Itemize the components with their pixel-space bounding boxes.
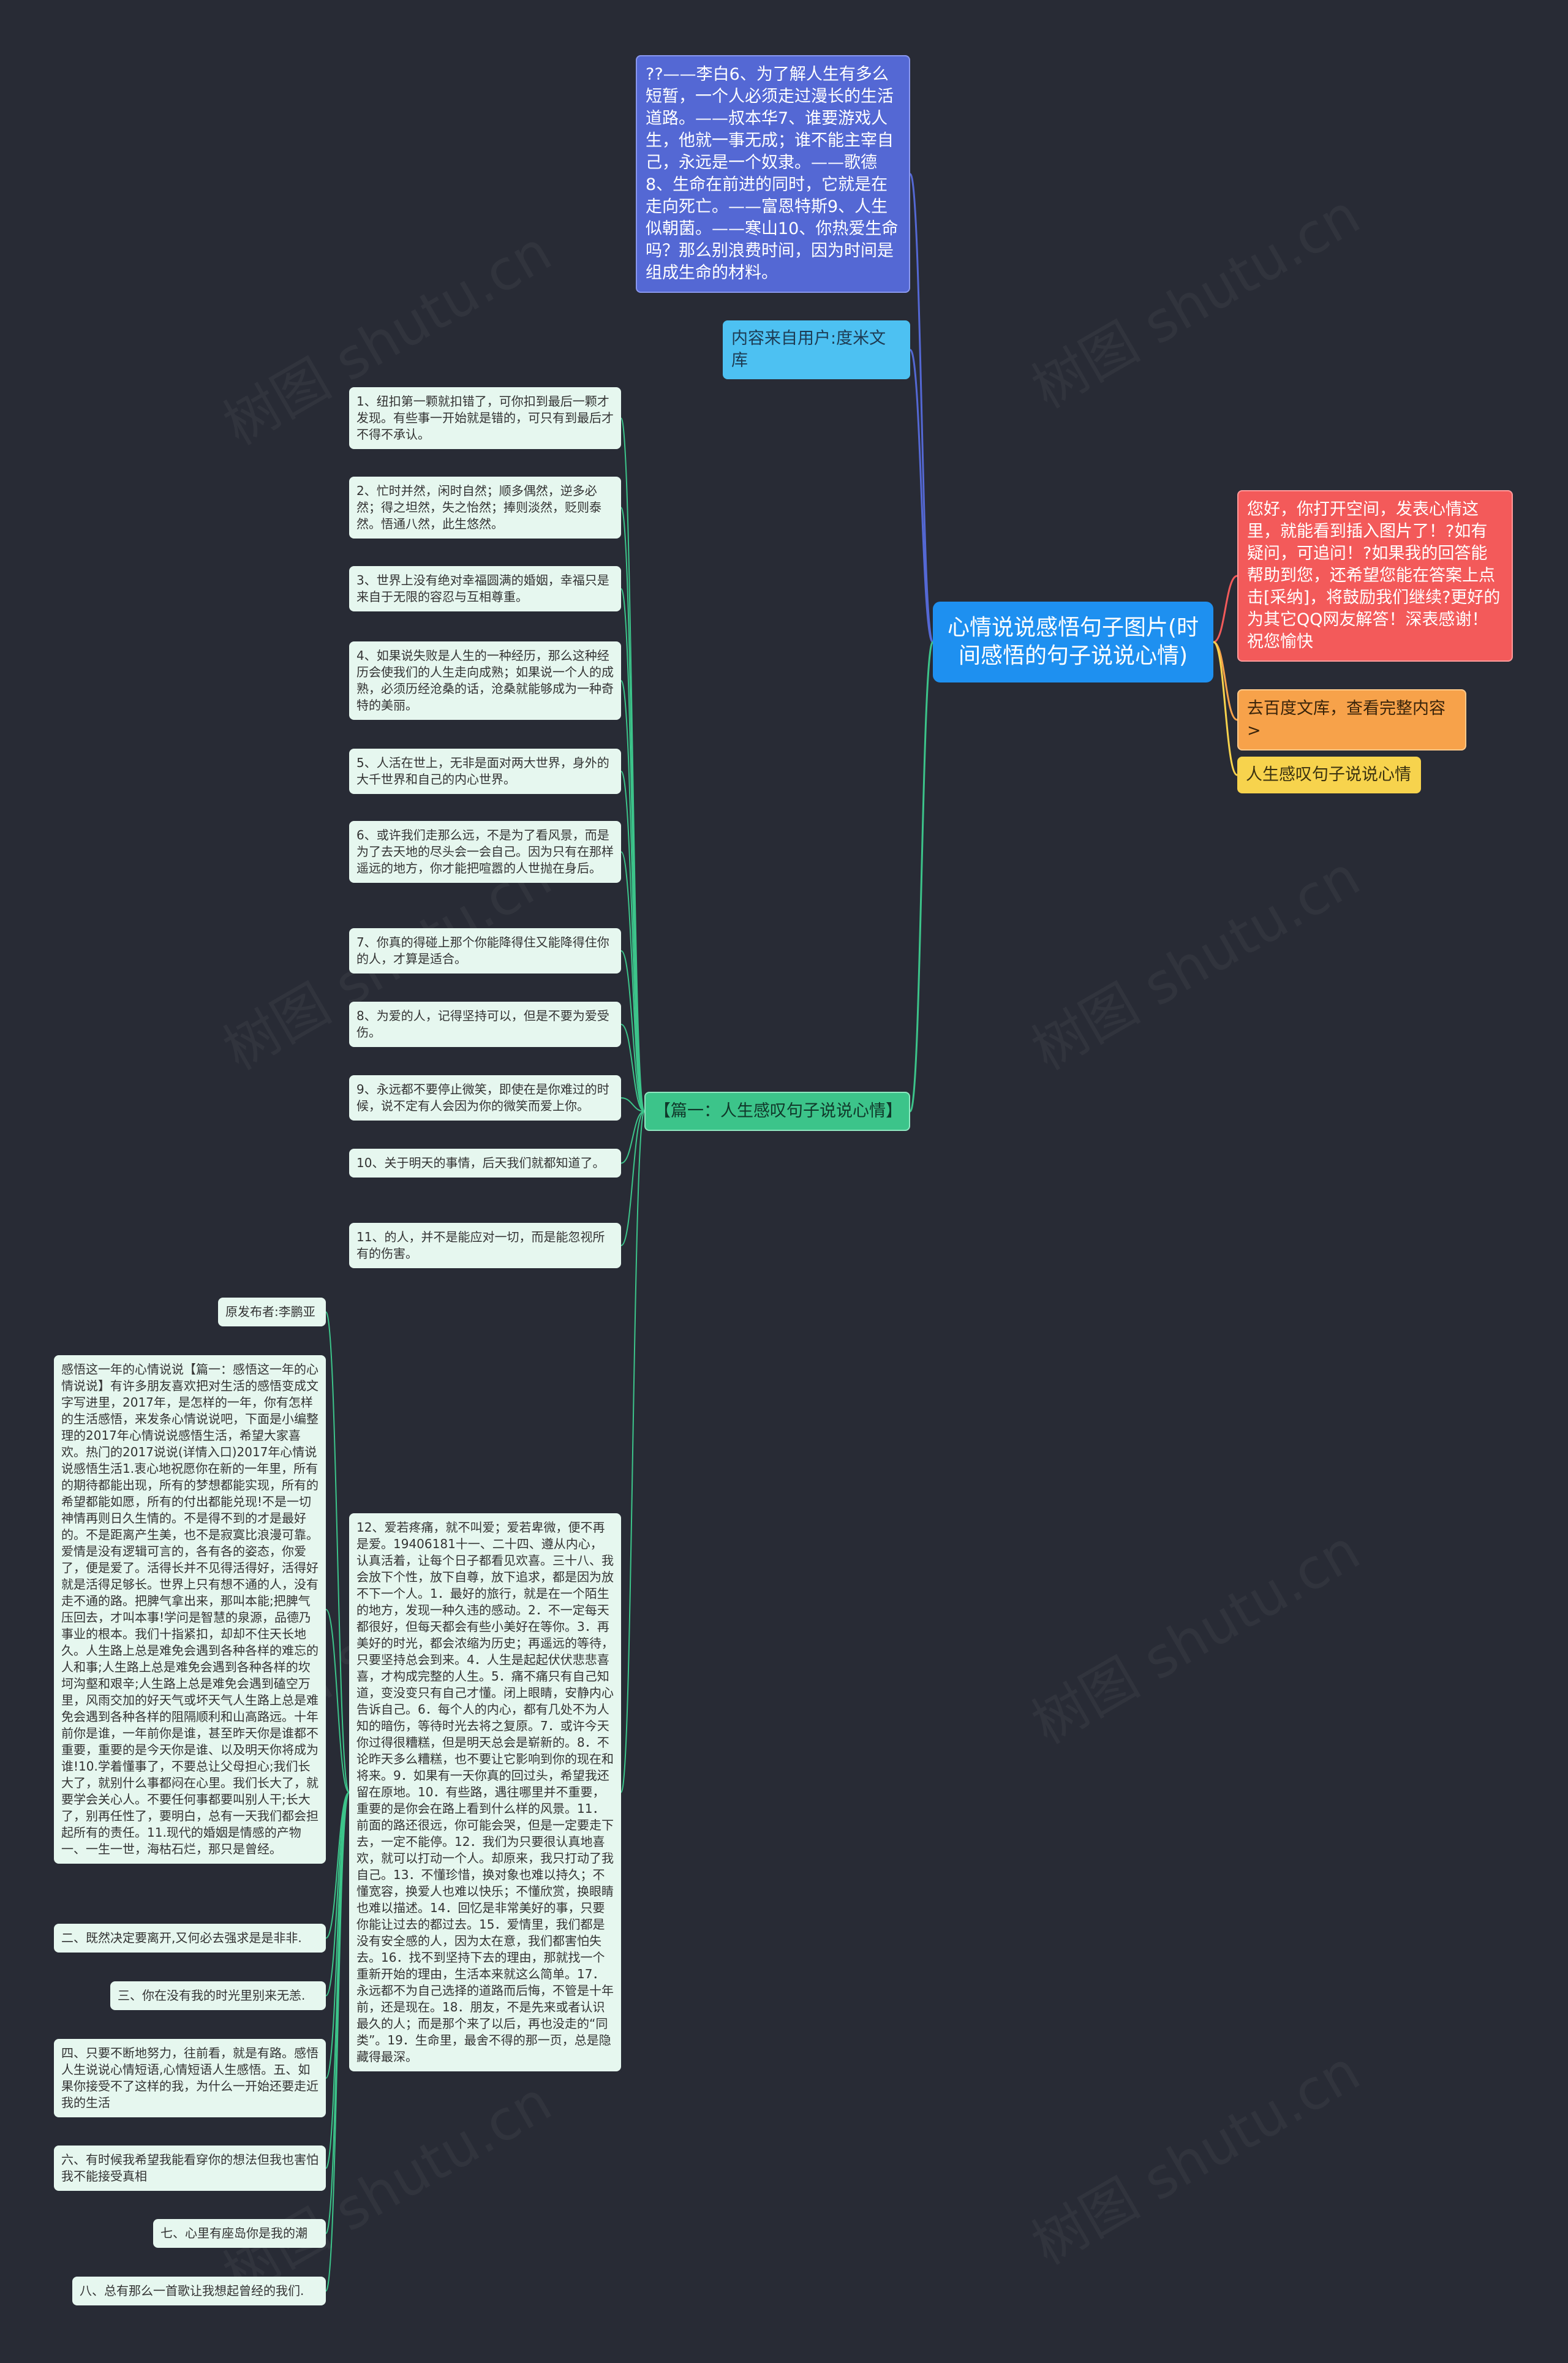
link-section-item-10 xyxy=(620,1111,645,1164)
section-title-node[interactable]: 【篇一：人生感叹句子说说心情】 xyxy=(644,1092,910,1131)
link-section-item-9 xyxy=(620,1097,645,1112)
sub-item-8[interactable]: 八、总有那么一首歌让我想起曾经的我们. xyxy=(72,2277,326,2305)
link-item12-author-node xyxy=(325,1311,350,1793)
quote-node[interactable]: ??——李白6、为了解人生有多么短暂，一个人必须走过漫长的生活道路。——叔本华7… xyxy=(636,55,910,293)
link-item12-sub-item-6 xyxy=(325,1791,350,2169)
link-root-notice xyxy=(1213,575,1238,643)
link-section-item-11 xyxy=(620,1111,645,1246)
link-root-source xyxy=(909,349,934,643)
section-item-1[interactable]: 1、纽扣第一颗就扣错了，可你扣到最后一颗才发现。有些事一开始就是错的，可只有到最… xyxy=(349,387,621,449)
section-item-3[interactable]: 3、世界上没有绝对幸福圆满的婚姻，幸福只是来自于无限的容忍与互相尊重。 xyxy=(349,566,621,611)
section-item-8[interactable]: 8、为爱的人，记得坚持可以，但是不要为爱受伤。 xyxy=(349,1002,621,1047)
link-section-item-7 xyxy=(620,950,645,1112)
link-item12-sub-item-2 xyxy=(325,1791,350,1939)
root-topic[interactable]: 心情说说感悟句子图片(时间感悟的句子说说心情) xyxy=(933,602,1213,682)
section-item-5[interactable]: 5、人活在世上，无非是面对两大世界，身外的大千世界和自己的内心世界。 xyxy=(349,749,621,794)
sub-item-4-5[interactable]: 四、只要不断地努力，往前看，就是有路。感悟人生说说心情短语,心情短语人生感悟。五… xyxy=(54,2039,326,2117)
topic-node[interactable]: 人生感叹句子说说心情 xyxy=(1237,757,1421,793)
section-item-11[interactable]: 11、的人，并不是能应对一切，而是能忽视所有的伤害。 xyxy=(349,1223,621,1268)
author-node[interactable]: 原发布者:李鹏亚 xyxy=(218,1298,326,1326)
notice-node[interactable]: 您好，你打开空间，发表心情这里，就能看到插入图片了！?如有疑问，可追问！?如果我… xyxy=(1237,490,1513,662)
link-section-item-5 xyxy=(620,771,645,1112)
link-root-quote xyxy=(909,173,934,643)
sub-item-2[interactable]: 二、既然决定要离开,又何必去强求是是非非. xyxy=(54,1924,326,1953)
link-section-item-12 xyxy=(620,1111,645,1793)
link-item12-sub-item-8 xyxy=(325,1791,350,2292)
link-section-item-2 xyxy=(620,507,645,1112)
link-section-item-6 xyxy=(620,851,645,1112)
section-item-10[interactable]: 10、关于明天的事情，后天我们就都知道了。 xyxy=(349,1149,621,1178)
sub-item-7[interactable]: 七、心里有座岛你是我的潮 xyxy=(153,2219,326,2248)
link-item12-sub-item-3 xyxy=(325,1791,350,1997)
sub-item-3[interactable]: 三、你在没有我的时光里别来无恙. xyxy=(110,1981,326,2010)
section-item-9[interactable]: 9、永远都不要停止微笑，即使在是你难过的时候，说不定有人会因为你的微笑而爱上你。 xyxy=(349,1075,621,1121)
link-item12-sub-item-4-5 xyxy=(325,1791,350,2079)
section-item-4[interactable]: 4、如果说失败是人生的一种经历，那么这种经历会使我们的人生走向成熟；如果说一个人… xyxy=(349,641,621,720)
sub-item-6[interactable]: 六、有时候我希望我能看穿你的想法但我也害怕我不能接受真相 xyxy=(54,2146,326,2191)
baidu-link-node[interactable]: 去百度文库，查看完整内容> xyxy=(1237,689,1466,750)
source-node[interactable]: 内容来自用户:度米文库 xyxy=(723,320,910,379)
link-item12-intro-node xyxy=(325,1609,350,1793)
section-item-2[interactable]: 2、忙时并然，闲时自然；顺多偶然，逆多必然；得之坦然，失之怡然；捧则淡然，贬则泰… xyxy=(349,477,621,539)
link-root-topic xyxy=(1213,641,1238,776)
section-item-6[interactable]: 6、或许我们走那么远，不是为了看风景，而是为了去天地的尽头会一会自己。因为只有在… xyxy=(349,821,621,883)
section-item-12[interactable]: 12、爱若疼痛，就不叫爱；爱若卑微，便不再是爱。19406181十一、二十四、遵… xyxy=(349,1513,621,2071)
section-item-7[interactable]: 7、你真的得碰上那个你能降得住又能降得住你的人，才算是适合。 xyxy=(349,928,621,974)
link-section-item-8 xyxy=(620,1024,645,1112)
intro-node[interactable]: 感悟这一年的心情说说【篇一：感悟这一年的心情说说】有许多朋友喜欢把对生活的感悟变… xyxy=(54,1355,326,1864)
link-root-section xyxy=(909,641,934,1113)
